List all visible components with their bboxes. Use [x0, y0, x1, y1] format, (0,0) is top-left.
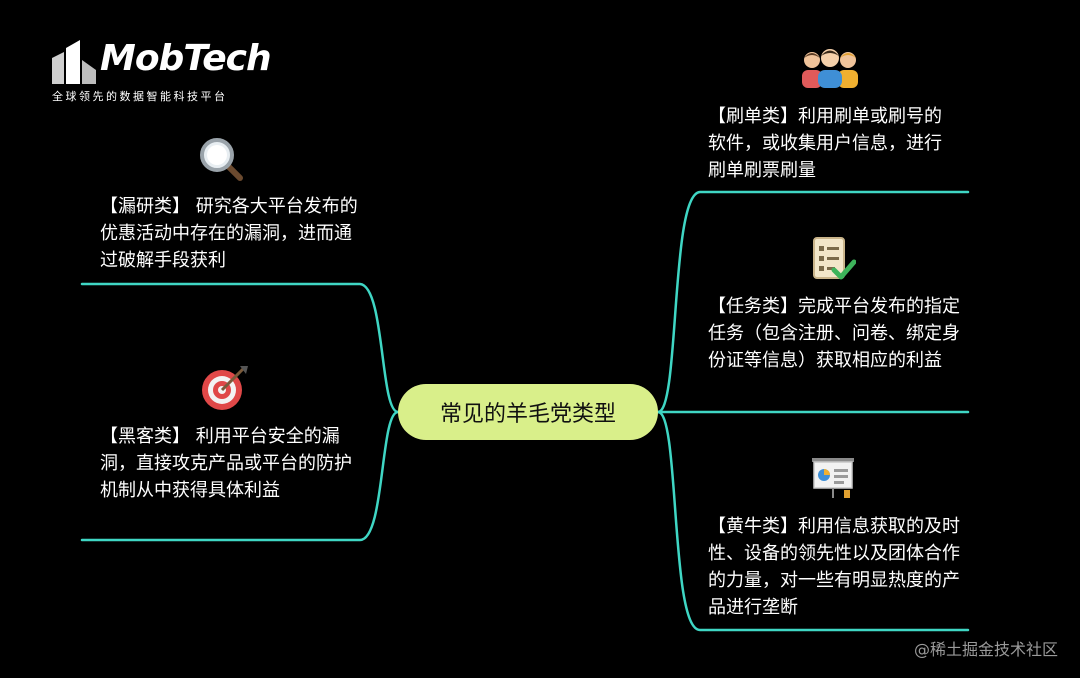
branch-text-brushing: 【刷单类】利用刷单或刷号的软件，或收集用户信息，进行刷单刷票刷量: [708, 106, 942, 181]
logo-wordmark: MobTech: [100, 38, 272, 79]
connector-right-3: [656, 410, 970, 632]
watermark: @稀土掘金技术社区: [913, 640, 1058, 659]
people-icon: [800, 46, 860, 92]
connector-left-2: [80, 410, 400, 542]
connector-left-1: [80, 282, 400, 414]
branch-text-leak: 【漏研类】 研究各大平台发布的优惠活动中存在的漏洞，进而通过破解手段获利: [100, 196, 358, 271]
center-topic-label: 常见的羊毛党类型: [439, 402, 616, 427]
branch-text-scalper: 【黄牛类】利用信息获取的及时性、设备的领先性以及团体合作的力量，对一些有明显热度…: [708, 516, 960, 618]
mobtech-logo: MobTech 全球领先的数据智能科技平台: [52, 38, 272, 103]
target-icon: [200, 364, 250, 416]
branch-text-hacker: 【黑客类】 利用平台安全的漏洞，直接攻克产品或平台的防护机制从中获得具体利益: [100, 426, 352, 501]
magnifier-icon: [198, 136, 246, 188]
branch-text-task: 【任务类】完成平台发布的指定任务（包含注册、问卷、绑定身份证等信息）获取相应的利…: [708, 296, 960, 371]
logo-mark-icon: [52, 40, 96, 84]
center-topic: 常见的羊毛党类型: [398, 384, 658, 440]
connector-right-1: [656, 190, 970, 414]
logo-tagline: 全球领先的数据智能科技平台: [52, 90, 228, 103]
presentation-icon: [810, 456, 856, 506]
checklist-icon: [812, 236, 857, 286]
